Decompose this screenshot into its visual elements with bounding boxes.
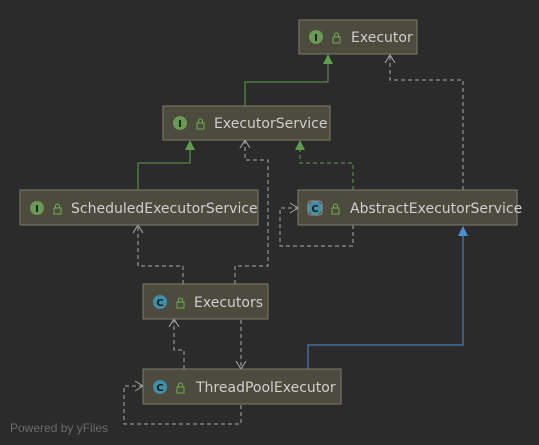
node-label: Executor — [351, 30, 413, 46]
arrowhead-green-executor — [323, 54, 333, 64]
lock-icon — [332, 32, 341, 44]
edge-abstract-implements-executorservice — [299, 148, 354, 190]
lock-icon — [176, 382, 185, 394]
lock-icon — [176, 297, 185, 309]
lock-icon — [331, 203, 340, 215]
interface-badge-icon — [309, 30, 323, 44]
interface-badge-icon — [30, 201, 44, 215]
interface-badge-icon — [173, 116, 187, 130]
arrowhead-green-executorservice-right — [295, 140, 305, 150]
edge-abstract-depends-executor — [389, 56, 464, 190]
node-label: AbstractExecutorService — [350, 201, 522, 217]
edge-threadpool-self-dependency — [123, 385, 242, 425]
lock-icon — [53, 203, 62, 215]
lock-icon — [196, 118, 205, 130]
interface-i-icon: I — [35, 204, 39, 215]
edge-threadpool-extends-abstract — [307, 236, 464, 369]
node-label: ExecutorService — [214, 116, 327, 132]
arrowhead-green-executorservice-left — [185, 140, 195, 150]
node-label: Executors — [194, 295, 263, 311]
class-c-icon: C — [156, 298, 163, 309]
interface-i-icon: I — [178, 119, 182, 130]
yfiles-watermark: Powered by yFiles — [10, 421, 109, 435]
node-executorservice[interactable]: I ExecutorService — [162, 105, 331, 141]
edge-executors-depends-executorservice — [234, 141, 269, 284]
edge-threadpool-depends-executors — [173, 320, 185, 369]
edge-abstract-self-dependency — [279, 207, 354, 247]
class-badge-icon — [153, 295, 167, 309]
node-scheduledexecutorservice[interactable]: I ScheduledExecutorService — [19, 189, 259, 226]
node-label: ThreadPoolExecutor — [195, 380, 336, 396]
edge-executorservice-extends-executor — [244, 62, 329, 108]
node-threadpoolexecutor[interactable]: C ThreadPoolExecutor — [142, 368, 342, 405]
node-label: ScheduledExecutorService — [71, 201, 258, 217]
node-abstractexecutorservice[interactable]: C AbstractExecutorService — [297, 189, 522, 226]
abstract-marker-icon — [307, 200, 323, 216]
arrowhead-blue-abstract — [458, 226, 468, 236]
edge-executors-depends-scheduled — [137, 226, 184, 284]
arrowhead-open-executor — [384, 54, 396, 64]
class-c-icon: C — [156, 383, 163, 394]
node-executor[interactable]: I Executor — [298, 19, 418, 55]
abstract-class-badge-icon — [308, 201, 322, 215]
edge-scheduled-extends-executorservice — [137, 148, 191, 190]
class-badge-icon — [153, 380, 167, 394]
abstract-class-c-icon: C — [311, 204, 318, 215]
edges — [123, 54, 468, 425]
interface-i-icon: I — [314, 33, 318, 44]
node-executors[interactable]: C Executors — [142, 283, 269, 320]
